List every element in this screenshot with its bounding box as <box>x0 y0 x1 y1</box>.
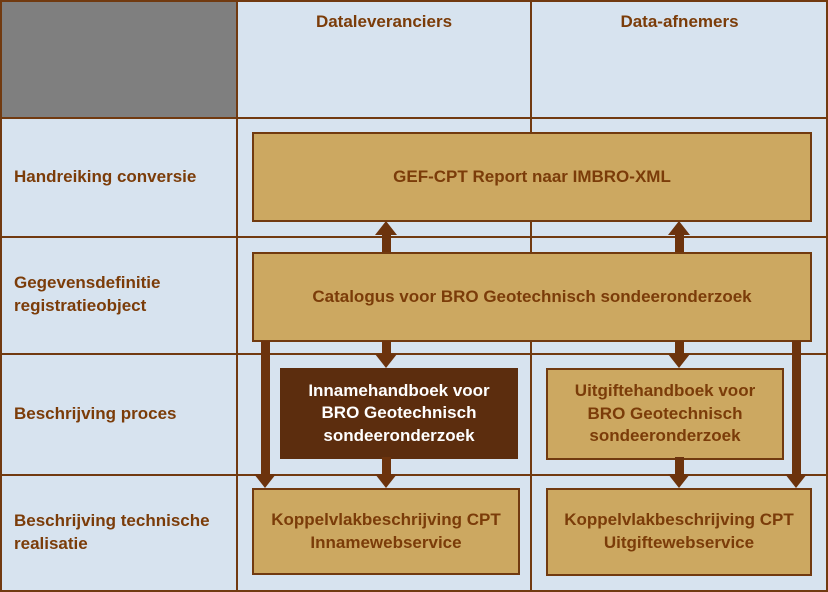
column-header-data-afnemers: Data-afnemers <box>531 0 828 44</box>
box-gef-cpt-report: GEF-CPT Report naar IMBRO-XML <box>252 132 812 222</box>
column-header-label: Data-afnemers <box>620 12 739 31</box>
column-header-dataleveranciers: Dataleveranciers <box>237 0 531 44</box>
arrow-innamehandboek-to-koppelvlak-icon <box>382 457 391 475</box>
arrow-catalogus-to-uitgiftehandboek-icon <box>675 341 684 356</box>
arrowhead-down-icon <box>254 474 276 488</box>
box-label: Uitgiftehandboek voor BRO Geotechnisch s… <box>574 381 756 446</box>
row-label-text: Beschrijving proces <box>14 403 177 423</box>
box-label: Innamehandboek voor BRO Geotechnisch son… <box>308 380 490 445</box>
row-label-text: Beschrijving technische realisatie <box>14 510 210 553</box>
grid-hline-header <box>0 117 828 119</box>
grid-vline-labels-col <box>236 0 238 592</box>
box-label: Catalogus voor BRO Geotechnisch sondeero… <box>312 286 752 306</box>
arrowhead-down-icon <box>375 474 397 488</box>
box-koppelvlak-uitgifte: Koppelvlakbeschrijving CPT Uitgiftewebse… <box>546 488 812 576</box>
grid-hline-row2 <box>0 236 828 238</box>
corner-cell <box>0 0 237 118</box>
box-koppelvlak-inname: Koppelvlakbeschrijving CPT Innamewebserv… <box>252 488 520 575</box>
arrowhead-down-icon <box>785 474 807 488</box>
box-label: Koppelvlakbeschrijving CPT Uitgiftewebse… <box>564 510 794 552</box>
arrow-catalogus-to-koppelvlak-uitgifte-icon <box>792 341 801 475</box>
row-label-text: Handreiking conversie <box>14 166 197 186</box>
arrow-catalogus-to-gefcpt-left-icon <box>382 234 391 252</box>
arrow-catalogus-to-gefcpt-right-icon <box>675 234 684 252</box>
arrow-uitgiftehandboek-to-koppelvlak-icon <box>675 457 684 475</box>
arrowhead-down-icon <box>668 474 690 488</box>
grid-border-top <box>0 0 828 2</box>
arrowhead-up-icon <box>375 221 397 235</box>
box-innamehandboek: Innamehandboek voor BRO Geotechnisch son… <box>280 368 518 459</box>
grid-border-left <box>0 0 2 592</box>
grid-border-bottom <box>0 590 828 592</box>
row-label-text: Gegevensdefinitie registratieobject <box>14 273 161 315</box>
arrowhead-down-icon <box>375 354 397 368</box>
grid-hline-row4 <box>0 474 828 476</box>
arrowhead-up-icon <box>668 221 690 235</box>
box-label: GEF-CPT Report naar IMBRO-XML <box>393 166 671 186</box>
row-label-handreiking-conversie: Handreiking conversie <box>0 118 228 236</box>
arrow-catalogus-to-koppelvlak-inname-icon <box>261 341 270 475</box>
box-catalogus: Catalogus voor BRO Geotechnisch sondeero… <box>252 252 812 342</box>
arrowhead-down-icon <box>668 354 690 368</box>
box-label: Koppelvlakbeschrijving CPT Innamewebserv… <box>271 509 501 552</box>
row-label-beschrijving-technische-realisatie: Beschrijving technische realisatie <box>0 475 228 590</box>
box-uitgiftehandboek: Uitgiftehandboek voor BRO Geotechnisch s… <box>546 368 784 460</box>
grid-hline-row3 <box>0 353 828 355</box>
column-header-label: Dataleveranciers <box>315 12 453 31</box>
row-label-gegevensdefinitie: Gegevensdefinitie registratieobject <box>0 237 228 353</box>
arrow-catalogus-to-innamehandboek-icon <box>382 341 391 356</box>
row-label-beschrijving-proces: Beschrijving proces <box>0 354 228 474</box>
grid-border-right <box>826 0 828 592</box>
